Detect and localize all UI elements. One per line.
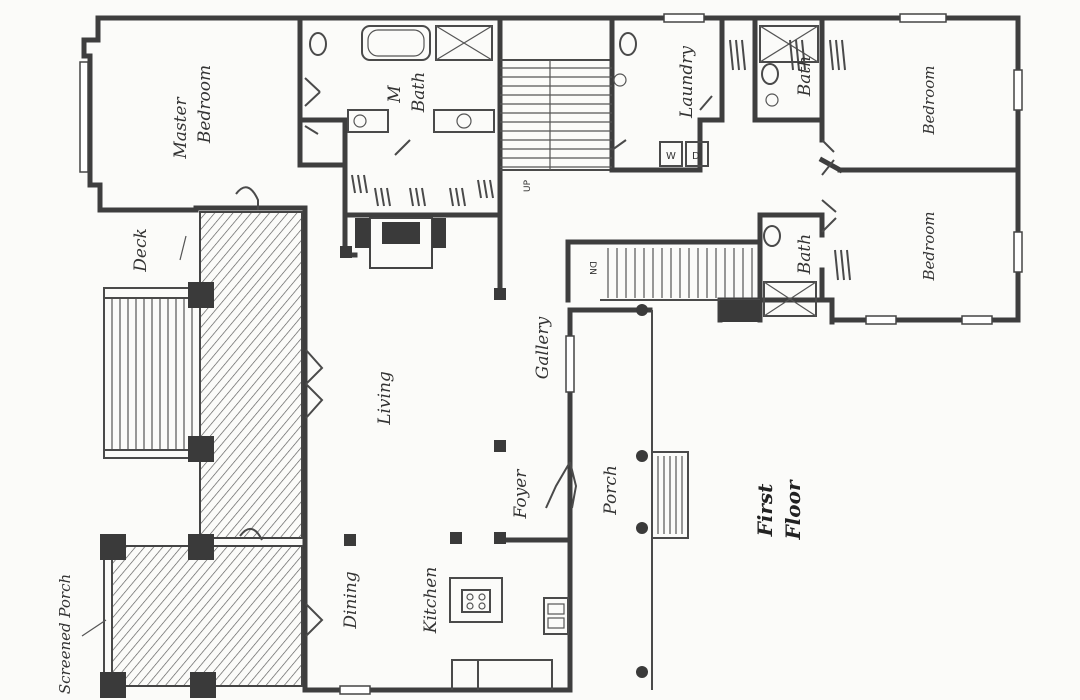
stair-tread (829, 39, 834, 71)
stair-tread (380, 187, 385, 207)
stair-tread (409, 187, 414, 207)
stair-tread (449, 187, 454, 207)
porch-steps (651, 310, 689, 690)
stair-tread (489, 179, 494, 199)
stair-tread (729, 39, 734, 71)
stair-tread (363, 174, 368, 194)
stair-tread (741, 39, 746, 71)
lower-stair (607, 248, 753, 298)
stair-tread (415, 187, 420, 207)
stair-tread (477, 179, 482, 199)
stair-tread (374, 187, 379, 207)
doors (235, 77, 837, 637)
floor-title-floor: Floor (781, 479, 805, 540)
fireplace (355, 217, 446, 269)
label-kitchen: Kitchen (421, 567, 441, 634)
label-living: Living (375, 371, 395, 426)
stair-tread (455, 187, 460, 207)
exterior-walls (81, 15, 1021, 693)
label-up: UP (523, 179, 533, 192)
label-porch: Porch (601, 465, 621, 516)
label-master-bedroom: Bedroom (195, 65, 215, 144)
floor-title-first: First (753, 483, 777, 538)
interior-walls (297, 19, 1021, 693)
label-foyer: Foyer (511, 469, 531, 520)
main-stair (500, 60, 612, 170)
deck-hatch (103, 211, 303, 690)
label-master: Master (171, 96, 191, 159)
fixtures: W D (309, 25, 851, 690)
svg-text:D: D (692, 151, 700, 162)
label-m: M (385, 85, 405, 104)
label-bedroom-upper: Bedroom (920, 66, 938, 136)
stair-tread (421, 187, 426, 207)
label-deck: Deck (131, 228, 151, 273)
windows (79, 13, 1023, 695)
label-bath-upper: Bath (795, 56, 815, 97)
stair-tread (357, 174, 362, 194)
columns (100, 246, 760, 698)
stair-tread (351, 174, 356, 194)
stair-tread (835, 39, 840, 71)
label-dn: DN (587, 261, 597, 275)
stair-tread (795, 39, 800, 71)
svg-text:W: W (666, 151, 676, 162)
label-bath-lower: Bath (795, 234, 815, 275)
stair-tread (483, 179, 488, 199)
stair-tread (801, 39, 806, 71)
stair-tread (841, 39, 846, 71)
label-gallery: Gallery (533, 316, 553, 379)
label-laundry: Laundry (677, 46, 697, 119)
label-screened-porch: Screened Porch (56, 574, 74, 694)
deck-stairs (103, 287, 201, 459)
stair-tread (461, 187, 466, 207)
stair-tread (834, 249, 839, 281)
label-m-bath: Bath (409, 72, 429, 113)
stair-tread (386, 187, 391, 207)
stair-tread (735, 39, 740, 71)
label-dining: Dining (341, 571, 361, 629)
label-bedroom-lower: Bedroom (920, 212, 938, 282)
stair-tread (840, 249, 845, 281)
stair-tread (789, 39, 794, 71)
room-labels: Master Bedroom M Bath Laundry Bath Bedro… (56, 46, 938, 694)
stair-tread (846, 249, 851, 281)
